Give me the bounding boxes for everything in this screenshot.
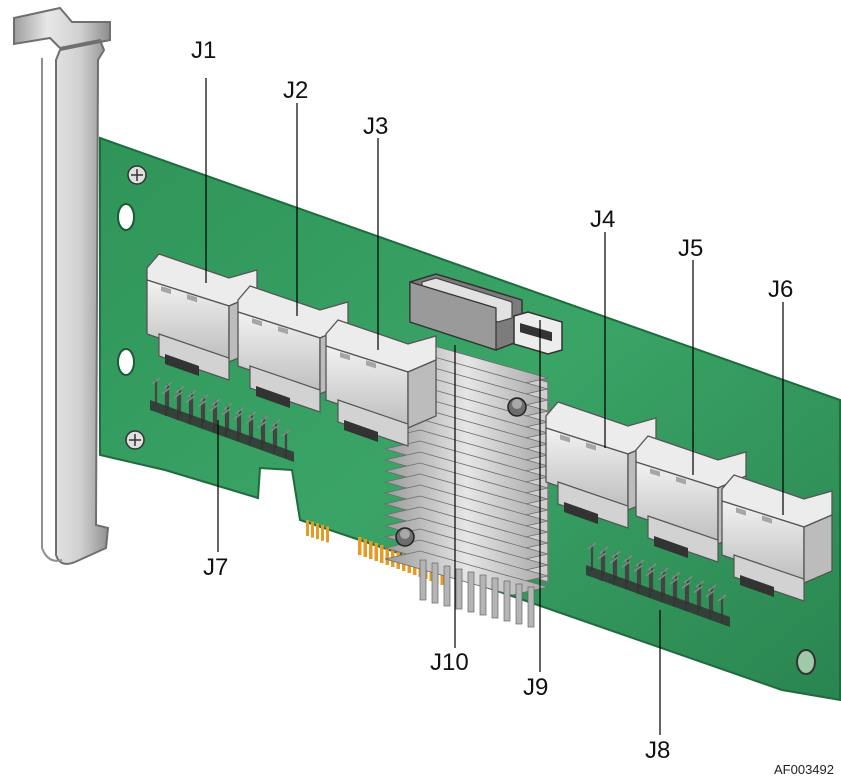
label-j9: J9: [523, 674, 548, 701]
gold-finger: [369, 541, 373, 559]
connector-j10: [409, 273, 523, 351]
mounting-screw-top: [127, 165, 147, 185]
label-j7: J7: [203, 554, 228, 581]
mounting-screw-bottom: [125, 430, 145, 450]
board-hole-corner: [796, 649, 816, 675]
gold-finger: [358, 537, 362, 555]
pcie-bracket: [13, 6, 111, 565]
gold-finger: [374, 543, 378, 561]
label-j3: J3: [363, 113, 388, 140]
heatsink-screw-top: [507, 397, 527, 417]
label-j6: J6: [768, 276, 793, 303]
label-j8: J8: [645, 737, 670, 764]
label-j10: J10: [430, 649, 469, 676]
heatsink-screw-bottom: [395, 527, 415, 547]
gold-finger: [311, 521, 314, 538]
label-j4: J4: [590, 206, 615, 233]
board-hole-lower: [117, 348, 135, 376]
connector-j6: [721, 474, 833, 602]
gold-finger: [380, 545, 384, 563]
gold-finger: [363, 539, 367, 557]
board-hole-upper: [117, 203, 135, 231]
gold-finger: [306, 520, 309, 536]
label-j1: J1: [191, 37, 216, 64]
label-j2: J2: [283, 77, 308, 104]
header-pins-j8: [586, 542, 730, 627]
gold-finger: [316, 523, 319, 540]
leader-lines: [205, 78, 784, 735]
figure-id: AF003492: [774, 762, 834, 777]
gold-finger: [326, 526, 329, 543]
connector-j9: [513, 311, 563, 355]
connector-j3: [325, 319, 437, 447]
gold-finger: [321, 524, 324, 541]
gold-finger: [440, 567, 444, 585]
header-pins-j7: [150, 377, 294, 462]
label-j5: J5: [678, 235, 703, 262]
gold-finger: [385, 547, 389, 565]
